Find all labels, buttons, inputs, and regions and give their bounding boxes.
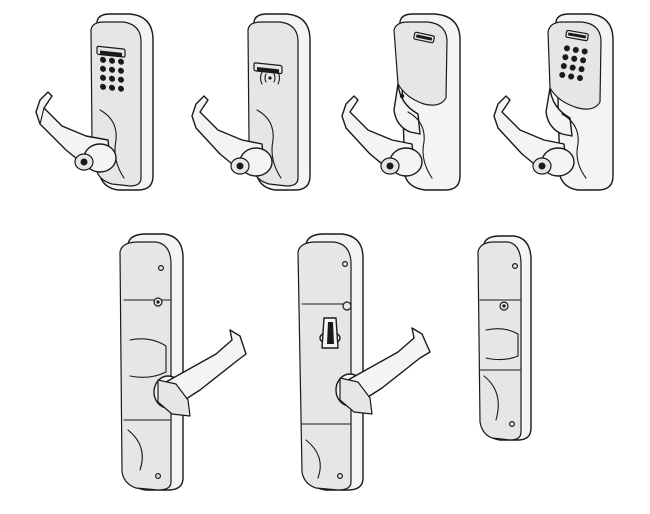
mortise-lever-thumbturn-lock [297,233,431,491]
cylindrical-lever-multi-tech-keypad-lock [493,13,614,191]
lever-handle [341,95,423,177]
cylindrical-lever-card-reader-lock [341,13,461,191]
cylindrical-lever-keypad-lock [35,13,154,191]
mortise-lever-lock [119,233,247,491]
keypad [559,45,588,82]
lever-handle [191,95,273,177]
lever-handle [493,95,575,177]
lever-handle [153,329,247,417]
exit-trim-lock [477,235,532,441]
cylindrical-lever-proximity-lock [191,13,311,191]
lever-handle [335,327,431,415]
proximity-reader-icon [259,71,281,85]
lever-handle [35,91,117,173]
thumbturn [319,317,341,349]
keypad [100,56,124,92]
